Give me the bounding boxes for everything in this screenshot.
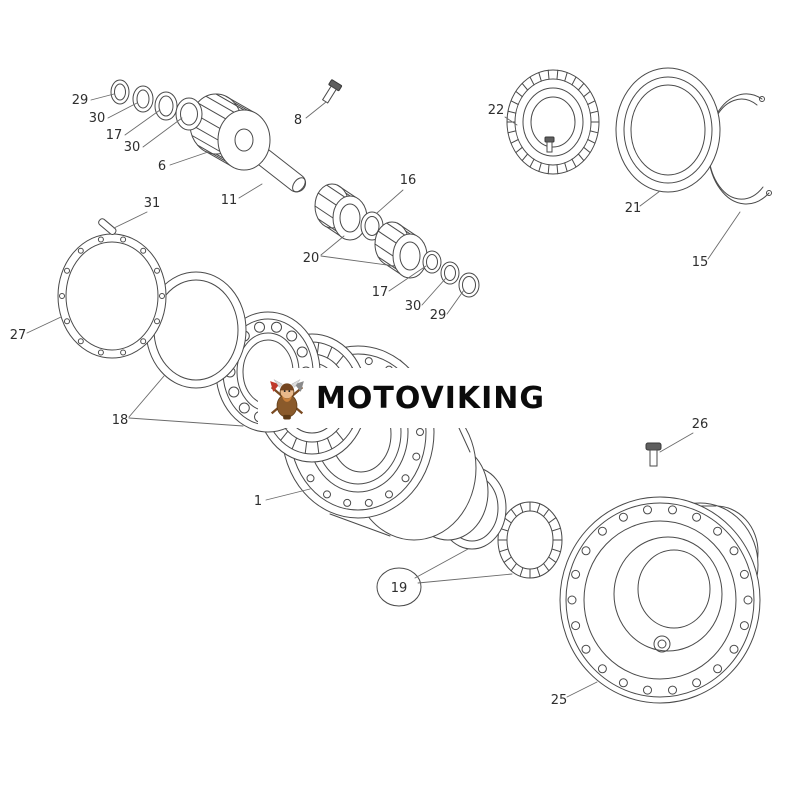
leader-line-8-0 — [305, 101, 327, 119]
leader-line-19-0 — [414, 548, 469, 579]
part-label-26: 26 — [692, 417, 709, 432]
leader-line-22-0 — [504, 116, 518, 126]
leader-line-30b-0 — [142, 117, 183, 148]
part-label-30c: 30 — [405, 299, 422, 314]
part-label-17a: 17 — [106, 128, 123, 143]
part-label-8: 8 — [294, 113, 302, 128]
leader-line-11-0 — [238, 183, 263, 199]
leader-line-6-0 — [169, 151, 209, 166]
part-27-ring — [57, 233, 167, 359]
leader-line-29b-0 — [446, 289, 465, 315]
part-label-17b: 17 — [372, 285, 389, 300]
highlight-circle-part-19 — [376, 567, 422, 607]
leader-line-17a-0 — [124, 109, 161, 136]
part-20-roller-cages — [314, 183, 428, 279]
leader-line-1-0 — [265, 488, 311, 501]
part-21-ring-gear — [615, 67, 721, 193]
part-washers-mid — [422, 250, 480, 298]
part-26-bolt — [645, 442, 662, 467]
leader-line-25-0 — [566, 681, 598, 698]
part-6-gear — [189, 93, 271, 171]
part-label-29b: 29 — [430, 308, 447, 323]
part-label-18: 18 — [112, 413, 129, 428]
part-label-19: 19 — [391, 581, 408, 596]
part-label-29a: 29 — [72, 93, 89, 108]
part-22-bearing — [506, 69, 600, 175]
leader-line-19-1 — [417, 573, 513, 584]
watermark: MOTOVIKING — [258, 368, 546, 428]
part-label-6: 6 — [158, 159, 166, 174]
leader-line-17b-0 — [388, 265, 427, 292]
part-washers-top-left — [110, 79, 203, 131]
leader-line-18-0 — [128, 375, 165, 418]
part-label-1: 1 — [254, 494, 262, 509]
leader-line-15-0 — [707, 211, 741, 260]
part-label-31: 31 — [144, 196, 161, 211]
part-label-11: 11 — [221, 193, 238, 208]
part-25-hub — [559, 496, 761, 704]
motoviking-logo-icon — [270, 379, 304, 420]
part-8-bolt — [321, 79, 343, 104]
leader-line-30c-0 — [421, 277, 447, 306]
part-label-22: 22 — [488, 103, 505, 118]
part-label-21: 21 — [625, 201, 642, 216]
part-label-30a: 30 — [89, 111, 106, 126]
part-31-pin — [98, 218, 117, 235]
leader-line-20-1 — [320, 255, 395, 267]
part-label-27: 27 — [10, 328, 27, 343]
leader-line-21-0 — [639, 190, 661, 207]
leader-line-20-0 — [320, 235, 345, 256]
leader-line-29a-0 — [90, 93, 115, 101]
leader-line-16-0 — [376, 189, 404, 214]
part-label-16: 16 — [400, 173, 417, 188]
part-labels: 2930173068113116202221151730292718126192… — [10, 93, 741, 708]
part-label-20: 20 — [303, 251, 320, 266]
part-label-15: 15 — [692, 255, 709, 270]
leader-line-30a-0 — [107, 102, 138, 119]
leader-line-26-0 — [659, 432, 694, 453]
brand-text: MOTOVIKING — [316, 380, 546, 416]
part-label-30b: 30 — [124, 140, 141, 155]
part-label-25: 25 — [551, 693, 568, 708]
leader-line-31-0 — [113, 211, 148, 229]
leader-line-27-0 — [26, 316, 62, 334]
leader-line-18-1 — [128, 417, 244, 427]
